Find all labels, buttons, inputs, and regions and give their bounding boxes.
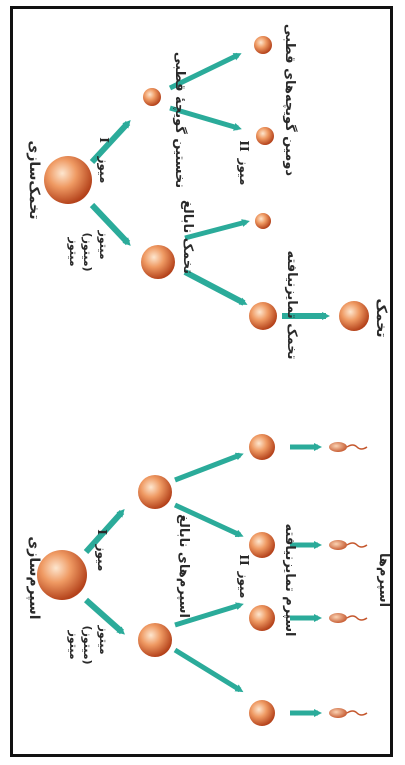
spermatogenesis-meiosis2-label: میوز II xyxy=(236,554,251,598)
arrow xyxy=(89,120,131,165)
spermatid-cell xyxy=(249,532,275,558)
svg-text:میوز: میوز xyxy=(236,158,251,186)
egg-cell xyxy=(339,301,369,331)
primary-spermatocyte-cell xyxy=(138,475,172,509)
immature-sperm-label: اسپرم‌های نابالغ xyxy=(176,514,191,618)
svg-text:I: I xyxy=(97,137,111,143)
sperm-cell xyxy=(329,540,368,550)
spermatogenesis-title: اسپرم‌سازی xyxy=(26,536,42,619)
oogonium-cell xyxy=(44,156,92,204)
diagram-frame xyxy=(10,6,393,757)
sperm-cell xyxy=(329,442,368,452)
spermatogenesis-mitosis-label: میتوز (میتوز) میتوز xyxy=(67,624,110,664)
arrow xyxy=(89,202,131,246)
sperm-cell xyxy=(329,708,368,718)
arrow xyxy=(183,269,248,306)
oogenesis-meiosis2-label: میوز II xyxy=(236,140,251,185)
arrow xyxy=(174,452,244,483)
svg-text:میتوز: میتوز xyxy=(67,236,80,266)
developing-egg-label: تخمک تمایزنیافته xyxy=(284,250,299,359)
oogenesis-title: تخمک‌سازی xyxy=(26,141,42,220)
arrow xyxy=(83,509,125,555)
svg-text:II: II xyxy=(237,140,251,152)
svg-text:II: II xyxy=(237,554,251,566)
svg-text:میوز: میوز xyxy=(94,544,109,572)
svg-text:میتوز: میتوز xyxy=(67,629,80,659)
svg-text:میوز: میوز xyxy=(96,156,111,184)
svg-text:(میتوز): (میتوز) xyxy=(81,232,94,271)
arrow xyxy=(169,105,242,131)
spermatogonium-cell xyxy=(37,550,87,600)
oogenesis-section: تخمک‌سازی میتوز (میتوز) میتوز میوز I نخس… xyxy=(26,24,389,360)
spermatid-cell xyxy=(249,434,275,460)
sperms-label: اسپرم‌ها xyxy=(376,553,391,607)
undifferentiated-sperm-label: اسپرم تمایزنیافته xyxy=(282,524,297,637)
primary-oocyte-cell xyxy=(141,245,175,279)
svg-text:میتوز: میتوز xyxy=(97,624,110,654)
arrow xyxy=(184,219,250,241)
svg-text:(میتوز): (میتوز) xyxy=(81,625,94,664)
svg-text:میوز: میوز xyxy=(236,571,251,599)
svg-text:I: I xyxy=(95,529,109,535)
arrow xyxy=(168,52,242,91)
second-polar-body-cell xyxy=(256,127,274,145)
egg-label: تخمک xyxy=(373,298,389,337)
arrow xyxy=(173,647,244,693)
first-polar-body-cell xyxy=(143,88,161,106)
spermatogenesis-section: اسپرم‌سازی میتوز (میتوز) میتوز میوز I اس… xyxy=(26,434,391,726)
second-polar-bodies-label: دومین گویچه‌های قطبی xyxy=(282,24,298,176)
first-polar-body-label: نخستین گویچهٔ قطبی xyxy=(172,52,188,188)
oogenesis-mitosis-label: میتوز (میتوز) میتوز xyxy=(67,229,110,271)
second-polar-body-cell xyxy=(254,36,272,54)
arrow xyxy=(174,602,244,628)
secondary-oocyte-cell xyxy=(249,302,277,330)
oogenesis-meiosis1-label: میوز I xyxy=(96,137,111,183)
spermatid-cell xyxy=(249,700,275,726)
svg-text:میتوز: میتوز xyxy=(97,229,110,259)
spermatid-cell xyxy=(249,605,275,631)
sperm-cell xyxy=(329,613,368,623)
arrow xyxy=(84,597,125,635)
arrow xyxy=(173,502,244,538)
immature-egg-label: تخمک نابالغ xyxy=(180,200,195,274)
spermatogenesis-meiosis1-label: میوز I xyxy=(94,529,109,571)
primary-spermatocyte-cell xyxy=(138,623,172,657)
polar-body-cell xyxy=(255,213,271,229)
